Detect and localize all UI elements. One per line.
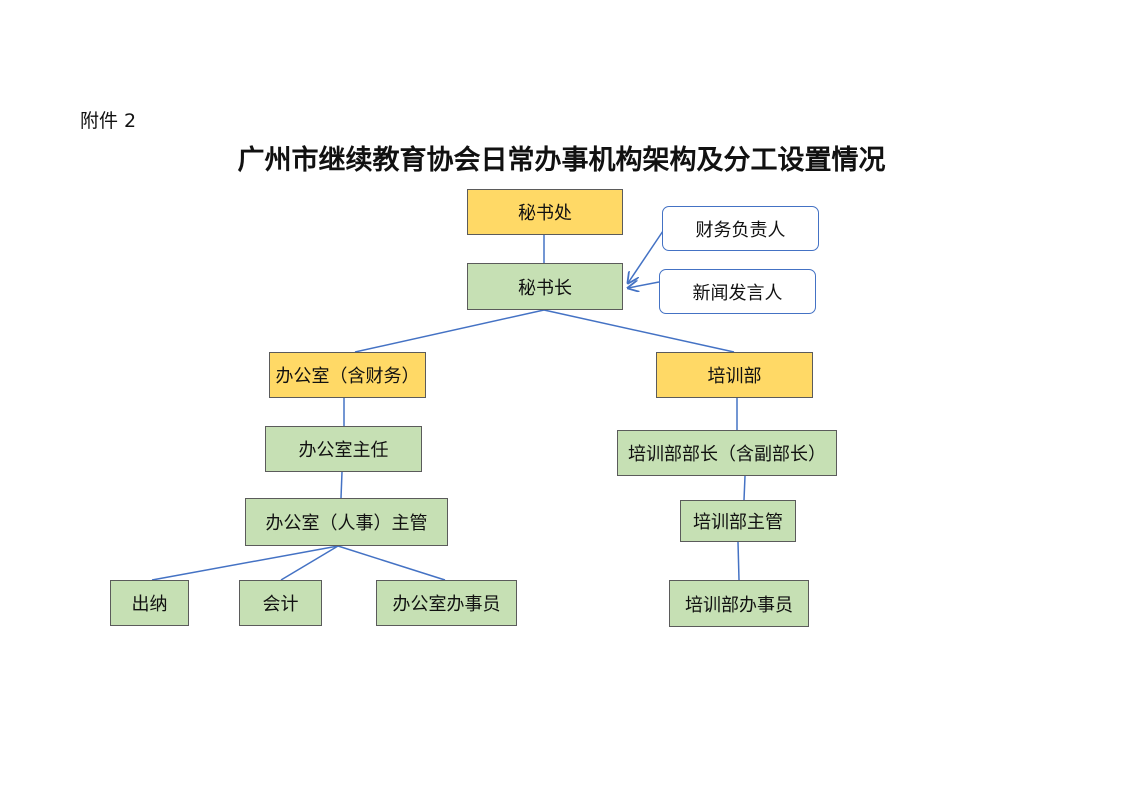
training-dept-node: 培训部 (656, 352, 813, 398)
office-director-node: 办公室主任 (265, 426, 422, 472)
training-supervisor-node: 培训部主管 (680, 500, 796, 542)
office-clerk-node: 办公室办事员 (376, 580, 517, 626)
attachment-label: 附件 2 (80, 110, 137, 132)
training-clerk-node: 培训部办事员 (669, 580, 809, 627)
spokesperson-node: 新闻发言人 (659, 269, 816, 314)
link-supervisor-clerk (337, 545, 446, 581)
training-head-node: 培训部部长（含副部长） (617, 430, 837, 476)
office-hr-supervisor-node: 办公室（人事）主管 (245, 498, 448, 546)
office-node: 办公室（含财务） (269, 352, 426, 398)
finance-lead-node: 财务负责人 (662, 206, 819, 251)
link-secgen-office (354, 309, 545, 353)
accountant-node: 会计 (239, 580, 322, 626)
link-head-supervisor (743, 475, 746, 501)
page-title: 广州市继续教育协会日常办事机构架构及分工设置情况 (237, 145, 886, 176)
secretariat-node: 秘书处 (467, 189, 623, 235)
link-supervisor-cashier (151, 545, 339, 581)
link-supervisor-trainingclerk (737, 541, 740, 581)
cashier-node: 出纳 (110, 580, 189, 626)
link-secgen-training (543, 309, 735, 353)
link-finance-arrow (628, 230, 664, 283)
link-supervisor-accountant (280, 545, 339, 581)
link-director-supervisor (340, 471, 343, 499)
secretary-general-node: 秘书长 (467, 263, 623, 310)
link-spokesperson-arrow (628, 282, 660, 288)
